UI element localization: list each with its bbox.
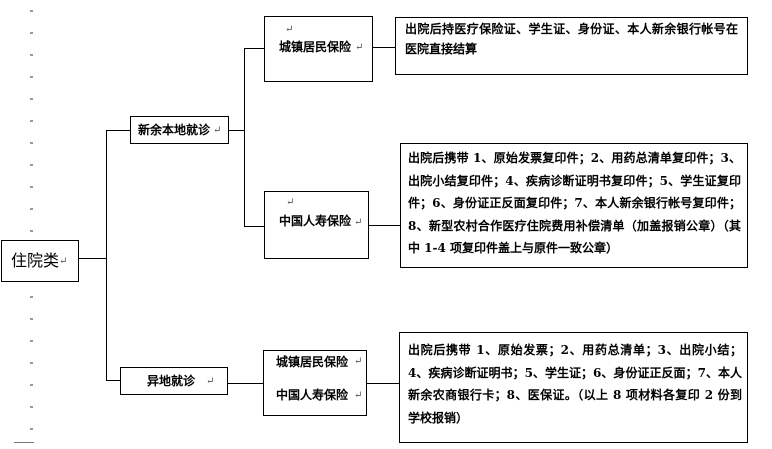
paragraph-mark: ↵ — [354, 356, 363, 367]
page-bottom-rule — [14, 442, 34, 443]
paragraph-mark: ↵ — [59, 256, 68, 267]
root-label: 住院类 — [11, 251, 60, 270]
branch-remote-node: 异地就诊 ↵ — [120, 367, 228, 395]
insurer-urban-node: ↵ 城镇居民保险 ↵ — [264, 16, 373, 82]
docs-local-urban: 出院后持医疗保险证、学生证、身份证、本人新余银行帐号在医院直接结算 — [395, 17, 748, 75]
margin-guide — [30, 6, 36, 446]
paragraph-mark: ↵ — [286, 197, 295, 208]
paragraph-mark: ↵ — [354, 217, 363, 228]
insurer-remote-urban-label: 城镇居民保险 — [276, 355, 349, 369]
insurer-urban-label: 城镇居民保险 — [279, 40, 352, 54]
insurer-remote-life-label: 中国人寿保险 — [276, 388, 349, 402]
docs-remote: 出院后携带 1、原始发票；2、用药总清单；3、出院小结；4、疾病诊断证明书；5、… — [399, 332, 748, 443]
root-node: 住院类 ↵ — [1, 240, 79, 282]
branch-remote-label: 异地就诊 — [147, 374, 196, 388]
paragraph-mark: ↵ — [285, 24, 294, 35]
paragraph-mark: ↵ — [206, 376, 215, 387]
docs-remote-text: 出院后携带 1、原始发票；2、用药总清单；3、出院小结；4、疾病诊断证明书；5、… — [408, 343, 742, 425]
branch-local-label: 新余本地就诊 — [138, 123, 211, 137]
docs-local-urban-text: 出院后持医疗保险证、学生证、身份证、本人新余银行帐号在医院直接结算 — [405, 22, 738, 56]
paragraph-mark: ↵ — [354, 390, 363, 401]
insurer-life-label: 中国人寿保险 — [279, 214, 352, 228]
insurer-remote-node: 城镇居民保险 ↵ 中国人寿保险 ↵ — [263, 350, 367, 416]
paragraph-mark: ↵ — [213, 125, 222, 136]
insurer-life-node: ↵ 中国人寿保险 ↵ — [264, 191, 369, 259]
paragraph-mark: ↵ — [355, 42, 364, 53]
docs-local-life-text: 出院后携带 1、原始发票复印件；2、用药总清单复印件；3、出院小结复印件；4、疾… — [408, 151, 741, 255]
branch-local-node: 新余本地就诊 ↵ — [130, 116, 229, 144]
docs-local-life: 出院后携带 1、原始发票复印件；2、用药总清单复印件；3、出院小结复印件；4、疾… — [400, 143, 748, 268]
